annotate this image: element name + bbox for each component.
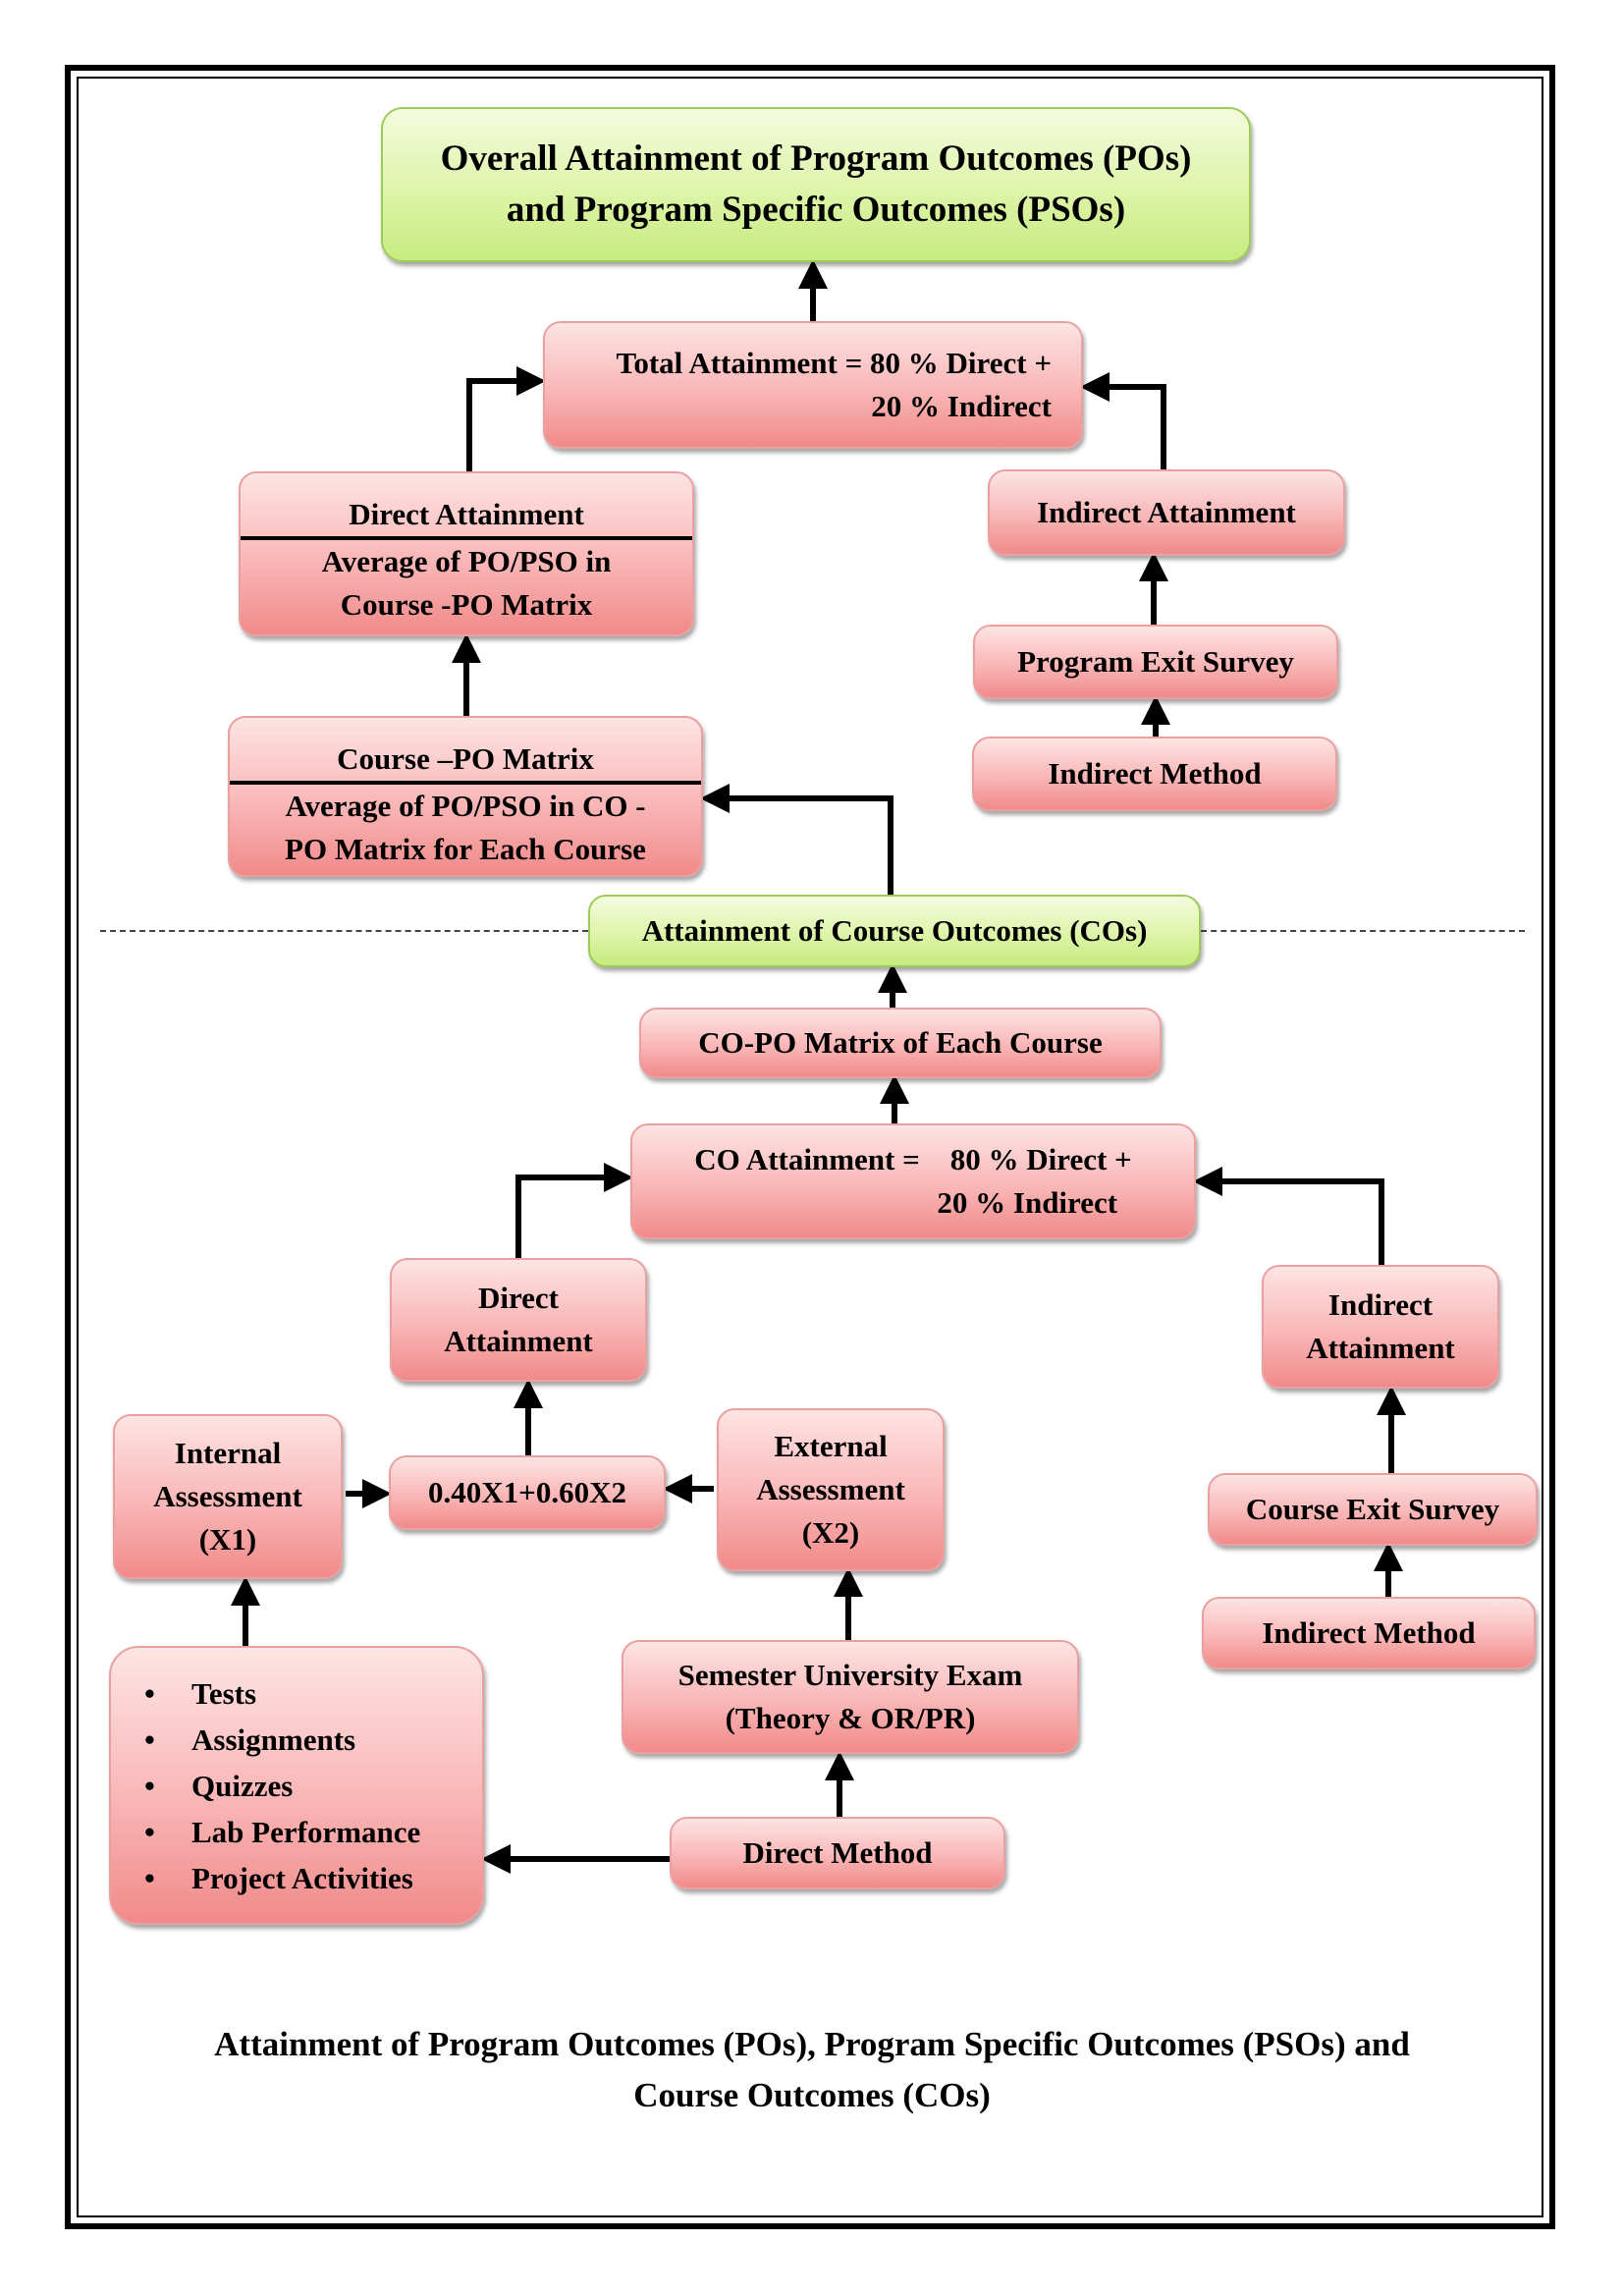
indirect-method-bottom-label: Indirect Method	[1262, 1615, 1476, 1650]
program-exit-survey-box: Program Exit Survey	[973, 625, 1338, 699]
semester-exam-line-1: Semester University Exam	[677, 1658, 1023, 1692]
course-exit-survey-label: Course Exit Survey	[1245, 1492, 1500, 1526]
indirect-top-label: Indirect Attainment	[1037, 495, 1296, 529]
list-item: Lab Performance	[144, 1809, 420, 1855]
indirect-attainment-top-box: Indirect Attainment	[988, 469, 1345, 556]
semester-exam-box: Semester University Exam (Theory & OR/PR…	[622, 1640, 1079, 1754]
indirect-method-top-box: Indirect Method	[972, 737, 1337, 811]
course-po-matrix-body-1: Average of PO/PSO in CO -	[285, 789, 646, 823]
external-line-3: (X2)	[801, 1515, 860, 1550]
overall-attainment-box: Overall Attainment of Program Outcomes (…	[381, 107, 1251, 262]
direct-bottom-line-2: Attainment	[444, 1324, 593, 1358]
direct-method-label: Direct Method	[742, 1835, 933, 1870]
course-po-matrix-title: Course –PO Matrix	[337, 741, 594, 776]
total-line-1: Total Attainment = 80 % Direct +	[616, 346, 1052, 380]
indirect-method-top-label: Indirect Method	[1048, 756, 1262, 791]
co-attainment-line-1: CO Attainment = 80 % Direct +	[694, 1142, 1132, 1176]
direct-bottom-line-1: Direct	[477, 1281, 560, 1315]
total-attainment-box: Total Attainment = 80 % Direct + 20 % In…	[543, 321, 1083, 449]
figure-caption: Attainment of Program Outcomes (POs), Pr…	[118, 2019, 1506, 2121]
section-divider-left	[100, 930, 588, 932]
weighted-formula-box: 0.40X1+0.60X2	[389, 1455, 666, 1530]
direct-top-divider	[241, 536, 692, 540]
overall-line-2: and Program Specific Outcomes (PSOs)	[506, 190, 1126, 230]
list-item: Quizzes	[144, 1763, 420, 1809]
internal-line-1: Internal	[174, 1436, 282, 1470]
external-line-2: Assessment	[756, 1472, 905, 1506]
course-exit-survey-box: Course Exit Survey	[1208, 1473, 1538, 1546]
internal-assessment-box: Internal Assessment (X1)	[113, 1414, 343, 1579]
external-line-1: External	[774, 1429, 888, 1463]
list-item: Tests	[144, 1670, 420, 1717]
total-line-2: 20 % Indirect	[871, 389, 1052, 423]
indirect-method-bottom-box: Indirect Method	[1202, 1597, 1536, 1669]
formula-label: 0.40X1+0.60X2	[428, 1475, 626, 1509]
overall-line-1: Overall Attainment of Program Outcomes (…	[440, 138, 1192, 179]
indirect-bottom-line-1: Indirect	[1327, 1287, 1434, 1322]
internal-components-box: Tests Assignments Quizzes Lab Performanc…	[109, 1646, 484, 1925]
internal-line-3: (X1)	[198, 1522, 257, 1557]
co-po-matrix-label: CO-PO Matrix of Each Course	[698, 1025, 1103, 1060]
list-item: Project Activities	[144, 1855, 420, 1901]
attainment-cos-label: Attainment of Course Outcomes (COs)	[641, 913, 1148, 948]
external-assessment-box: External Assessment (X2)	[717, 1408, 945, 1571]
outer-border	[65, 65, 1555, 2229]
semester-exam-line-2: (Theory & OR/PR)	[725, 1701, 976, 1735]
section-divider-right	[1201, 930, 1525, 932]
direct-method-box: Direct Method	[670, 1817, 1005, 1889]
direct-attainment-bottom-box: Direct Attainment	[390, 1258, 647, 1382]
co-po-matrix-box: CO-PO Matrix of Each Course	[639, 1008, 1162, 1078]
caption-line-1: Attainment of Program Outcomes (POs), Pr…	[214, 2025, 1410, 2063]
course-po-matrix-body-2: PO Matrix for Each Course	[285, 832, 646, 866]
direct-attainment-top-box: Direct Attainment Average of PO/PSO in C…	[239, 471, 694, 636]
program-exit-survey-label: Program Exit Survey	[1017, 644, 1294, 679]
course-po-matrix-box: Course –PO Matrix Average of PO/PSO in C…	[228, 716, 703, 877]
inner-border	[77, 77, 1543, 2217]
caption-line-2: Course Outcomes (COs)	[633, 2076, 991, 2114]
list-item: Assignments	[144, 1717, 420, 1763]
internal-components-list: Tests Assignments Quizzes Lab Performanc…	[144, 1670, 420, 1901]
indirect-bottom-line-2: Attainment	[1306, 1331, 1455, 1365]
internal-line-2: Assessment	[153, 1479, 302, 1513]
direct-top-title: Direct Attainment	[349, 497, 584, 531]
course-po-matrix-divider	[230, 781, 701, 785]
direct-top-body-2: Course -PO Matrix	[340, 587, 593, 622]
attainment-cos-box: Attainment of Course Outcomes (COs)	[588, 895, 1201, 967]
co-attainment-box: CO Attainment = 80 % Direct + 20 % Indir…	[630, 1123, 1196, 1239]
co-attainment-line-2: 20 % Indirect	[708, 1185, 1118, 1220]
indirect-attainment-bottom-box: Indirect Attainment	[1262, 1265, 1499, 1389]
direct-top-body-1: Average of PO/PSO in	[321, 544, 612, 578]
